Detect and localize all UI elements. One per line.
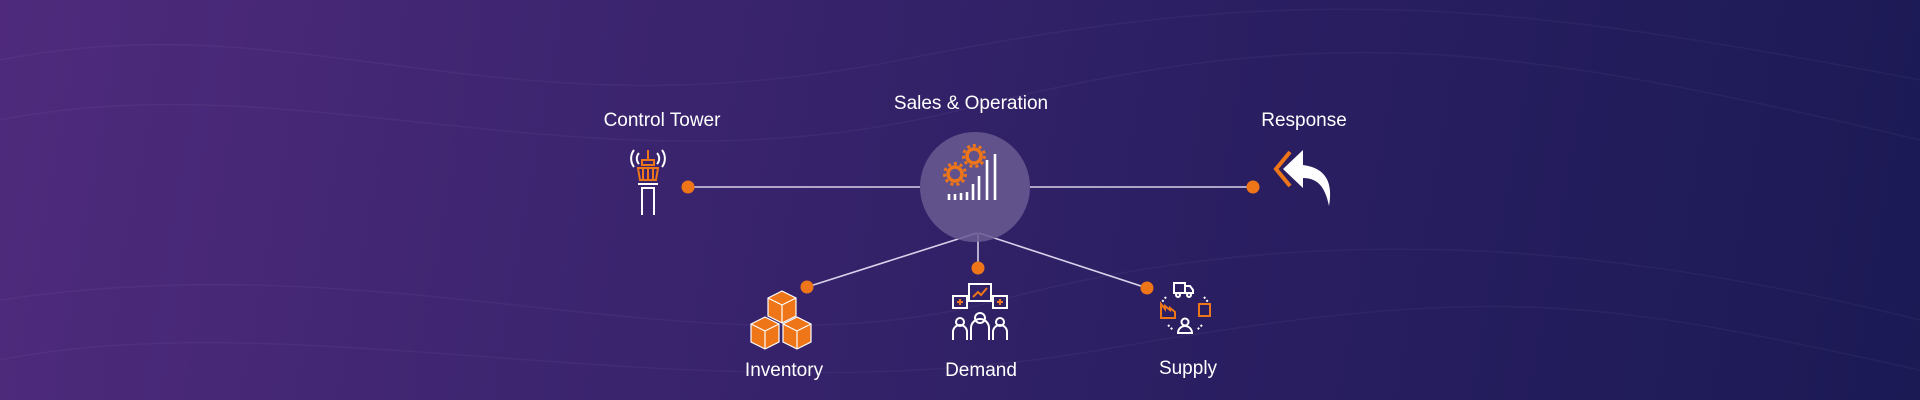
boxes-icon	[750, 290, 812, 350]
connector-supply	[978, 232, 1148, 289]
demand-label: Demand	[945, 360, 1017, 381]
center-label: Sales & Operation	[893, 93, 1049, 114]
dot-response	[1246, 180, 1260, 194]
connector-inventory	[806, 232, 978, 288]
dot-supply	[1140, 281, 1154, 295]
center-hub	[920, 132, 1030, 242]
people-chart-icon	[952, 283, 1008, 340]
dot-control-tower	[681, 180, 695, 194]
response-label: Response	[1261, 110, 1347, 131]
supply-cycle-icon	[1160, 282, 1211, 334]
inventory-label: Inventory	[744, 360, 824, 381]
dot-demand	[971, 261, 985, 275]
control-tower-label: Control Tower	[603, 110, 721, 131]
dot-inventory	[800, 280, 814, 294]
reply-arrow-icon	[1273, 150, 1331, 206]
supply-label: Supply	[1158, 358, 1218, 379]
control-tower-icon	[630, 149, 666, 215]
gears-bar-chart-icon	[943, 144, 997, 200]
